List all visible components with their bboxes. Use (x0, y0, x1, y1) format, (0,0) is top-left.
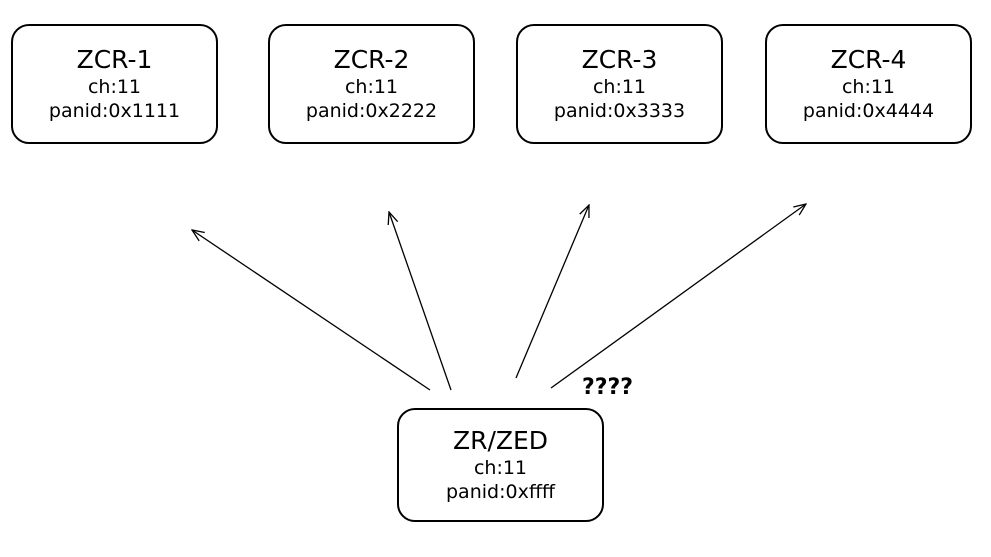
node-name: ZCR-4 (830, 45, 907, 74)
node-channel: ch:11 (841, 76, 896, 98)
node-panid: panid:0x4444 (802, 100, 935, 122)
node-zr-zed: ZR/ZED ch:11 panid:0xffff (397, 408, 604, 522)
node-name: ZR/ZED (452, 426, 549, 455)
node-channel: ch:11 (344, 76, 399, 98)
arrow-to-zcr2 (389, 212, 452, 391)
node-panid: panid:0x2222 (305, 100, 438, 122)
node-panid: panid:0x1111 (48, 100, 181, 122)
node-panid: panid:0x3333 (553, 100, 686, 122)
question-label: ???? (582, 375, 634, 400)
node-name: ZCR-3 (581, 45, 658, 74)
arrow-to-zcr1 (192, 230, 431, 391)
node-zcr-2: ZCR-2 ch:11 panid:0x2222 (268, 24, 475, 144)
node-name: ZCR-2 (333, 45, 410, 74)
node-zcr-4: ZCR-4 ch:11 panid:0x4444 (765, 24, 972, 144)
node-name: ZCR-1 (76, 45, 153, 74)
node-channel: ch:11 (592, 76, 647, 98)
node-zcr-3: ZCR-3 ch:11 panid:0x3333 (516, 24, 723, 144)
node-panid: panid:0xffff (446, 481, 555, 503)
node-channel: ch:11 (87, 76, 142, 98)
node-channel: ch:11 (473, 457, 528, 479)
node-zcr-1: ZCR-1 ch:11 panid:0x1111 (11, 24, 218, 144)
arrow-to-zcr4 (550, 204, 806, 389)
arrow-to-zcr3 (515, 205, 589, 379)
